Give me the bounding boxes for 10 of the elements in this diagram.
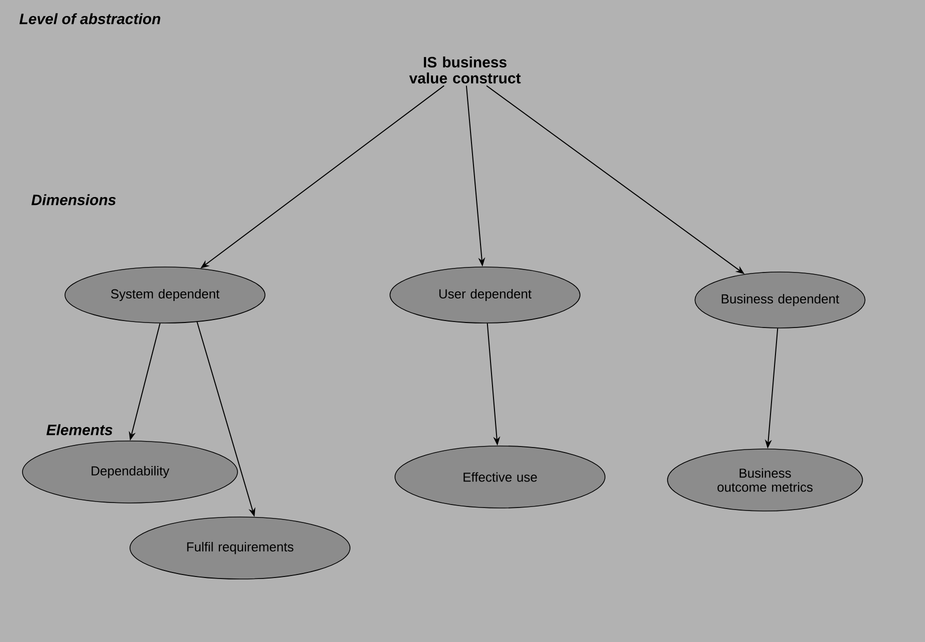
ellipse-node: User dependent — [390, 266, 580, 324]
ellipse-node: Dependability — [22, 440, 238, 504]
ellipse-node: Fulfil requirements — [130, 516, 350, 580]
ellipse-node: System dependent — [64, 266, 266, 324]
ellipse-node: Business outcome metrics — [667, 448, 863, 512]
ellipse-node: Business dependent — [694, 272, 866, 328]
section-label: Level of abstraction — [19, 13, 160, 24]
ellipse-node: Effective use — [394, 446, 606, 508]
heading-text: IS business value construct — [409, 56, 521, 84]
section-label: Dimensions — [31, 194, 116, 206]
